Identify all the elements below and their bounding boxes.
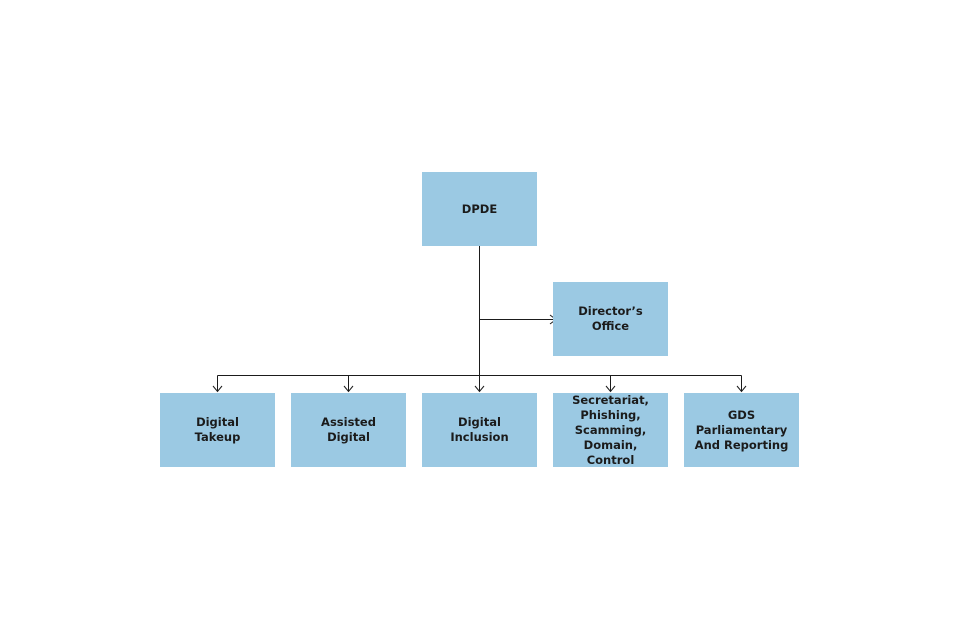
node-assisted-digital: Assisted Digital (291, 393, 406, 467)
node-label: Digital Inclusion (450, 415, 509, 444)
node-label: Assisted Digital (321, 415, 376, 444)
arrowhead-5 (736, 385, 747, 393)
node-dpde: DPDE (422, 172, 537, 246)
arrowhead-4 (605, 385, 616, 393)
arrowhead-2 (343, 385, 354, 393)
node-label: DPDE (461, 201, 498, 216)
arrowhead-1 (212, 385, 223, 393)
node-digital-takeup: Digital Takeup (160, 393, 275, 467)
node-label: Digital Takeup (194, 415, 241, 444)
node-label: Secretariat, Phishing, Scamming, Domain,… (572, 392, 649, 467)
node-digital-inclusion: Digital Inclusion (422, 393, 537, 467)
node-secretariat: Secretariat, Phishing, Scamming, Domain,… (553, 393, 668, 467)
node-gds-parliamentary: GDS Parliamentary And Reporting (684, 393, 799, 467)
node-directors-office: Director’s Office (553, 282, 668, 356)
arrowhead-3 (474, 385, 485, 393)
node-label: GDS Parliamentary And Reporting (694, 407, 789, 452)
node-label: Director’s Office (578, 304, 643, 333)
